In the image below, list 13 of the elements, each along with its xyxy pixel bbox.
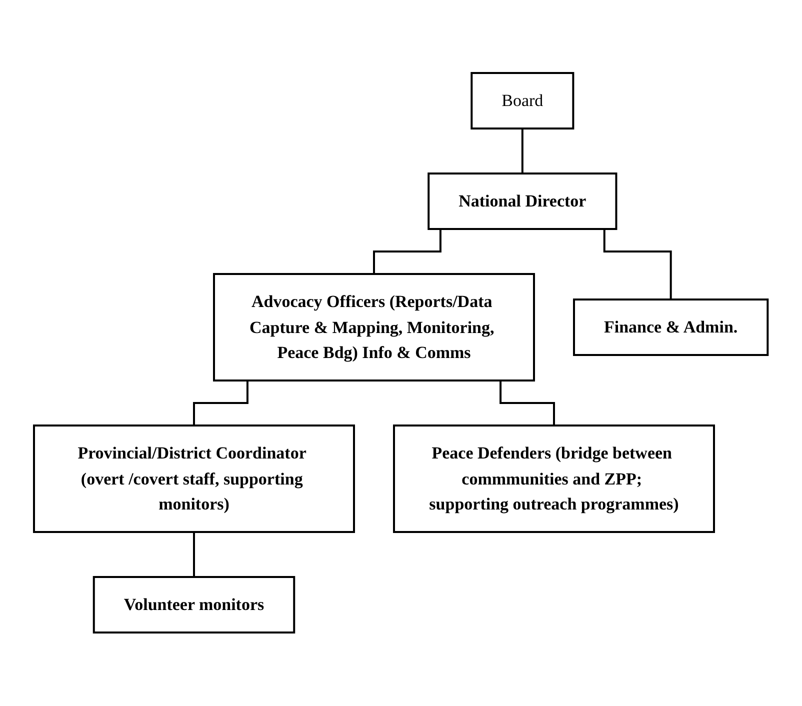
node-box: Peace Defenders (bridge between commmunities and ZPP; supporting outreach programmes) [393, 424, 716, 534]
connector [193, 380, 249, 427]
connector [193, 532, 196, 578]
node-box: Volunteer monitors [93, 576, 296, 634]
node-box: National Director [428, 172, 618, 230]
connector [522, 128, 524, 175]
node-box: Advocacy Officers (Reports/Data Capture & Mapping, Monitoring, Peace Bdg) Info & Comms [213, 273, 536, 382]
node-box: Provincial/District Coordinator (overt /covert staff, supporting monitors) [33, 424, 356, 534]
connector [373, 229, 442, 276]
node-box: Board [470, 72, 574, 130]
node-box: Finance & Admin. [573, 298, 769, 356]
connector [604, 229, 672, 301]
connector [500, 380, 556, 427]
